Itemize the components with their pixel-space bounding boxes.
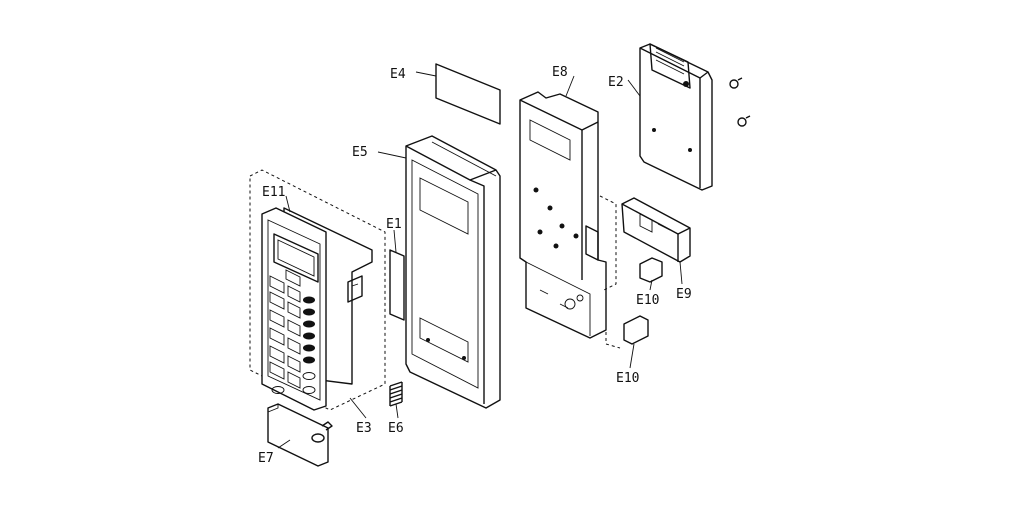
part-e6-spring	[389, 381, 403, 407]
label-e9: E9	[676, 287, 692, 302]
control-panel-assembly	[249, 169, 386, 411]
part-e2-back-plate	[639, 43, 713, 191]
label-e10-upper: E10	[636, 293, 659, 308]
part-e8-chassis	[519, 91, 607, 339]
part-e4-sheet	[435, 63, 501, 125]
label-e5: E5	[352, 145, 368, 160]
part-e9-latch	[621, 197, 691, 263]
label-e8: E8	[552, 65, 568, 80]
label-e10-lower: E10	[616, 371, 639, 386]
label-e11: E11	[262, 185, 285, 200]
part-e10-clip-lower	[623, 315, 649, 345]
label-e2: E2	[608, 75, 624, 90]
leader-lines	[277, 71, 683, 449]
label-e1: E1	[386, 217, 402, 232]
label-e3: E3	[356, 421, 372, 436]
label-e7: E7	[258, 451, 274, 466]
part-e7-button	[267, 403, 333, 467]
part-e5-front-frame	[405, 135, 501, 409]
screw-icon	[737, 115, 751, 127]
screw-icon	[729, 77, 743, 89]
keypad-keys	[269, 269, 316, 394]
part-e10-clip-upper	[639, 257, 663, 283]
label-e4: E4	[390, 67, 406, 82]
label-e6: E6	[388, 421, 404, 436]
part-e1-strip	[389, 249, 405, 321]
